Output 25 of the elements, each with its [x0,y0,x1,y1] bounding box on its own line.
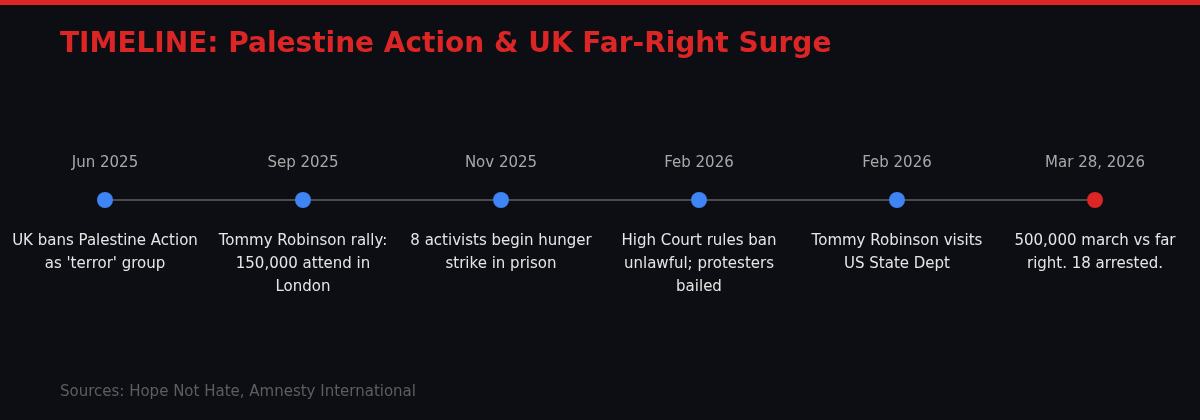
timeline-dot [493,192,509,208]
date-label: Jun 2025 [71,152,139,172]
timeline-dot [691,192,707,208]
event-description: Tommy Robinson rally: 150,000 attend in London [217,230,389,297]
source-note: Sources: Hope Not Hate, Amnesty International [60,381,416,401]
timeline-line [112,199,296,201]
event-description: High Court rules ban unlawful; protesters bailed [620,230,778,297]
date-label: Sep 2025 [267,152,339,172]
date-label: Nov 2025 [464,152,538,172]
timeline-dot [97,192,113,208]
timeline-line [904,199,1088,201]
event-description: 8 activists begin hunger strike in prison [409,230,593,274]
title: TIMELINE: Palestine Action & UK Far-Right Surge [60,26,832,60]
date-label: Feb 2026 [862,152,932,172]
date-label: Feb 2026 [664,152,734,172]
event-description: Tommy Robinson visits US State Dept [810,230,984,274]
timeline-line [310,199,494,201]
date-label: Mar 28, 2026 [1045,152,1145,172]
event-description: 500,000 march vs far right. 18 arrested. [1013,230,1177,274]
timeline-dot [295,192,311,208]
timeline-line [508,199,692,201]
event-description: UK bans Palestine Action as 'terror' group [11,230,199,274]
timeline-line [706,199,890,201]
timeline-dot [889,192,905,208]
timeline-dot [1087,192,1103,208]
